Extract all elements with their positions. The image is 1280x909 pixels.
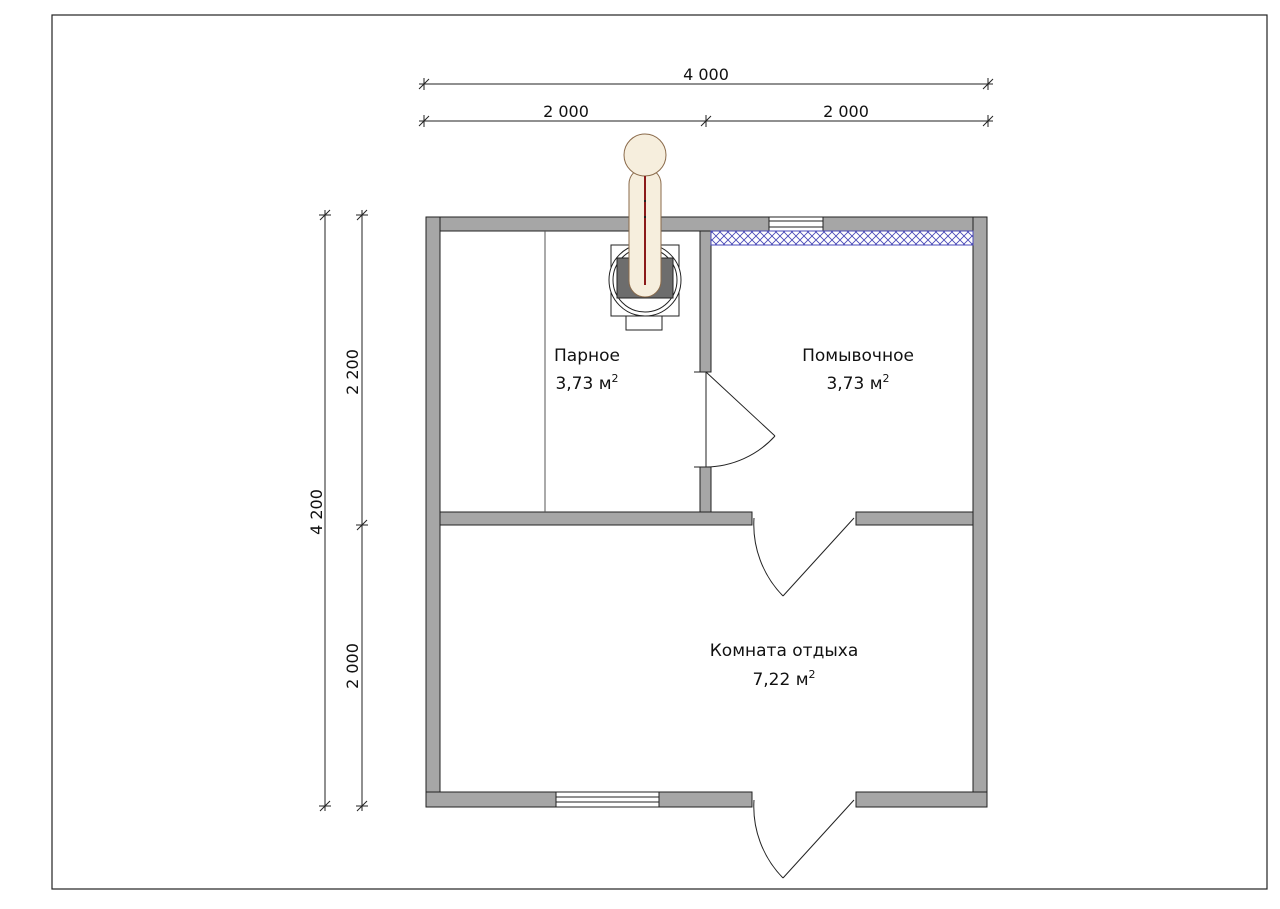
door-entrance — [751, 792, 857, 879]
partition-horizontal-left — [439, 511, 753, 526]
wall-bottom-middle — [658, 791, 753, 808]
chimney-pipe — [623, 133, 667, 298]
dimension-left-lower-label: 2 000 — [343, 643, 362, 689]
window-bottom — [555, 791, 660, 808]
dimension-left-total-label: 4 200 — [307, 489, 326, 535]
dimension-top-right-label: 2 000 — [823, 102, 869, 121]
dimension-top-split — [418, 115, 994, 127]
door-washroom — [751, 512, 857, 597]
room-name-wash: Помывочное — [802, 346, 914, 366]
room-name-steam: Парное — [554, 346, 620, 366]
dimension-left-total — [319, 209, 331, 812]
wall-bottom-left — [425, 791, 557, 808]
partition-vertical-upper — [699, 230, 712, 373]
exterior-walls — [425, 216, 988, 808]
dimension-left-upper-label: 2 200 — [343, 349, 362, 395]
wall-left — [425, 216, 441, 808]
room-area-steam: 3,73 м2 — [555, 372, 618, 394]
wall-top-left — [425, 216, 770, 232]
room-area-rest: 7,22 м2 — [752, 668, 815, 690]
dimension-top-left-label: 2 000 — [543, 102, 589, 121]
wall-right — [972, 216, 988, 808]
hatched-shelf-strip — [710, 230, 974, 246]
dimension-left-split — [356, 209, 368, 812]
dimension-top-total-label: 4 000 — [683, 65, 729, 84]
window-top — [768, 216, 824, 232]
drawing-frame — [51, 14, 1268, 890]
interior-walls — [439, 230, 974, 526]
room-name-rest: Комната отдыха — [710, 641, 859, 661]
wall-top-right — [822, 216, 988, 232]
partition-vertical-lower — [699, 466, 712, 513]
partition-horizontal-right — [855, 511, 974, 526]
room-area-wash: 3,73 м2 — [826, 372, 889, 394]
door-steam-room — [694, 371, 776, 468]
wall-bottom-right — [855, 791, 988, 808]
dimension-top-total — [418, 78, 994, 90]
